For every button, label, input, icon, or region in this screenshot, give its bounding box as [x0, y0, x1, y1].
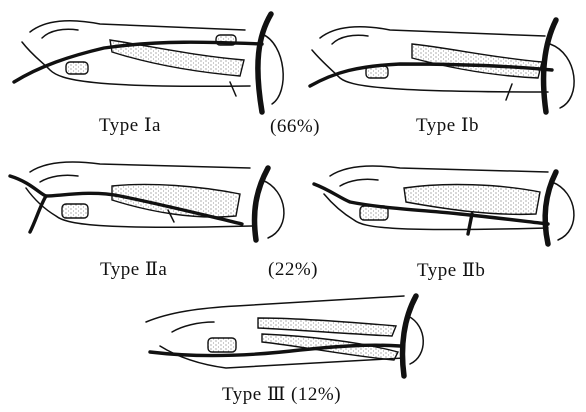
diagram-type-1b: [310, 20, 574, 112]
label-type-1b: Type Ⅰb: [416, 114, 479, 137]
label-percent-type-2: (22%): [268, 259, 318, 281]
label-type-3: Type Ⅲ (12%): [222, 383, 341, 406]
label-percent-type-1: (66%): [270, 116, 320, 138]
label-type-2a: Type Ⅱa: [100, 258, 167, 281]
diagram-type-1a: [14, 14, 283, 112]
diagram-type-2a: [10, 162, 284, 240]
label-type-2b: Type Ⅱb: [417, 259, 485, 282]
diagram-type-3: [146, 296, 423, 376]
diagram-type-2b: [314, 166, 574, 244]
label-type-1a: Type Ⅰa: [99, 114, 161, 137]
